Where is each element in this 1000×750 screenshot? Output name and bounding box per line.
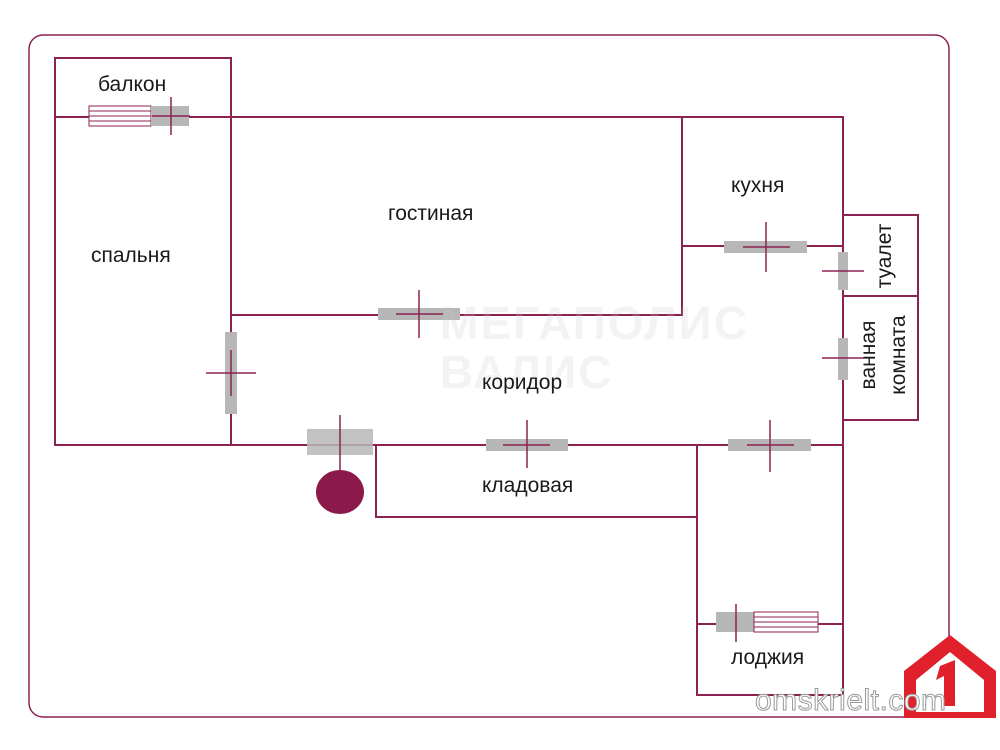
label-storage: кладовая [482, 474, 574, 497]
loggia-door [728, 420, 811, 472]
label-bathroom-line2: комната [887, 307, 911, 403]
label-corridor: коридор [482, 371, 563, 394]
balcony-walls [54, 57, 232, 117]
label-bathroom-line1: ванная [857, 310, 881, 400]
label-bathroom-line1-text: ванная [857, 320, 880, 390]
living-room-door [378, 290, 460, 338]
label-bathroom-line2-text: комната [887, 315, 910, 395]
house-number-one-logo-icon [904, 635, 996, 718]
loggia-window [716, 604, 819, 642]
bedroom-door [206, 332, 256, 414]
bedroom-walls [54, 116, 232, 446]
label-toilet-text: туалет [873, 223, 896, 289]
loggia-walls [696, 445, 844, 696]
plan-frame [28, 34, 950, 718]
watermark-logo-line2: ВАЛИС [440, 346, 614, 398]
kitchen-door [724, 222, 807, 272]
balcony-window [88, 97, 190, 135]
toilet-door [822, 252, 864, 290]
label-kitchen: кухня [731, 174, 785, 197]
entrance-door [307, 415, 373, 470]
label-balcony: балкон [98, 73, 167, 96]
watermark-url: omskrielt.com [755, 684, 947, 718]
label-bedroom: спальня [91, 244, 171, 267]
label-toilet: туалет [873, 220, 897, 292]
entrance-marker-icon [316, 470, 364, 514]
label-loggia: лоджия [731, 646, 805, 669]
bathroom-door [822, 338, 864, 380]
storage-door [486, 420, 568, 468]
watermark-logo-line1: МЕГАПОЛИС [440, 297, 750, 349]
label-living-room: гостиная [388, 202, 474, 225]
